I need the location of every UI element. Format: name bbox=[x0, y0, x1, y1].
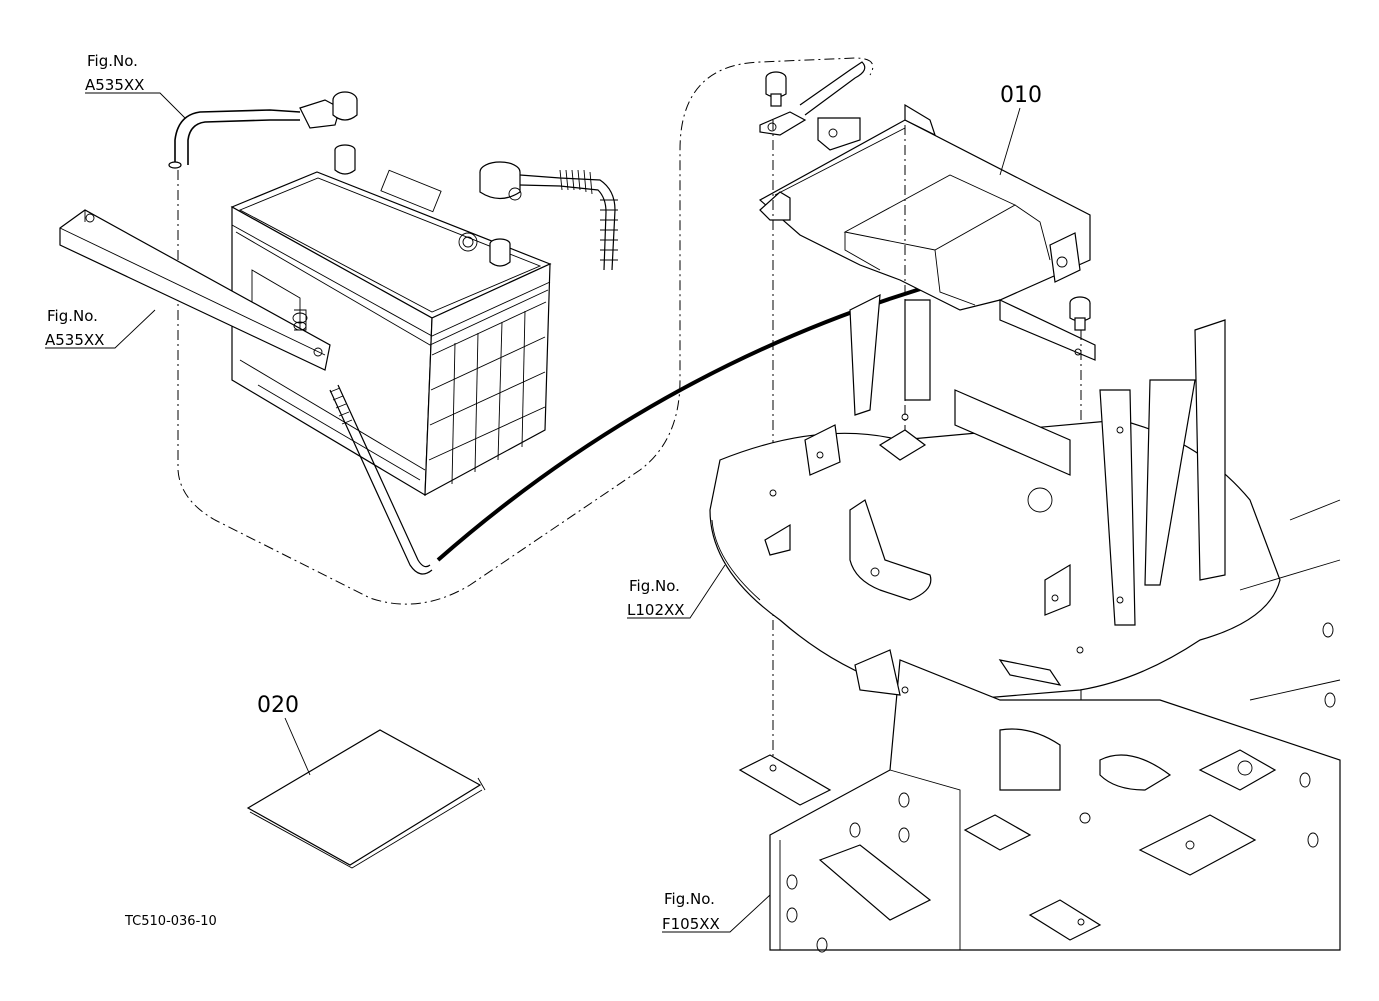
callout-f105-label: Fig.No. bbox=[664, 890, 715, 908]
battery-group-boundary bbox=[177, 57, 874, 605]
callout-f105-code[interactable]: F105XX bbox=[662, 915, 720, 933]
drawing-code: TC510-036-10 bbox=[124, 914, 217, 929]
battery-hold-down-bar[interactable] bbox=[59, 209, 331, 371]
callout-a535-left-code[interactable]: A535XX bbox=[45, 331, 104, 349]
callout-a535-left-label: Fig.No. bbox=[47, 307, 98, 325]
leader-fig-f105 bbox=[662, 894, 771, 933]
callout-a535-top-label: Fig.No. bbox=[87, 52, 138, 70]
bolt-top-left[interactable] bbox=[765, 71, 787, 107]
callout-a535-top-code[interactable]: A535XX bbox=[85, 76, 144, 94]
leader-fig-l102 bbox=[627, 564, 726, 619]
battery-bracket-010[interactable] bbox=[758, 103, 1096, 361]
leader-fig-a535-top bbox=[85, 92, 186, 119]
callout-l102-label: Fig.No. bbox=[629, 577, 680, 595]
main-frame[interactable] bbox=[738, 499, 1341, 953]
leader-fig-a535-left bbox=[45, 309, 156, 349]
j-bolt[interactable] bbox=[329, 384, 433, 575]
negative-cable[interactable] bbox=[168, 91, 358, 169]
part-number-010[interactable]: 010 bbox=[1000, 83, 1042, 108]
battery[interactable] bbox=[230, 144, 552, 497]
ground-terminal[interactable] bbox=[759, 61, 866, 136]
positive-cable[interactable] bbox=[479, 161, 618, 271]
part-020-sheet[interactable] bbox=[246, 729, 486, 869]
leader-part-010 bbox=[999, 107, 1021, 176]
callout-l102-code[interactable]: L102XX bbox=[627, 601, 685, 619]
bolt-right[interactable] bbox=[1069, 296, 1091, 331]
leader-part-020 bbox=[284, 717, 311, 776]
floor-plate[interactable] bbox=[709, 293, 1281, 701]
part-number-020[interactable]: 020 bbox=[257, 693, 299, 718]
